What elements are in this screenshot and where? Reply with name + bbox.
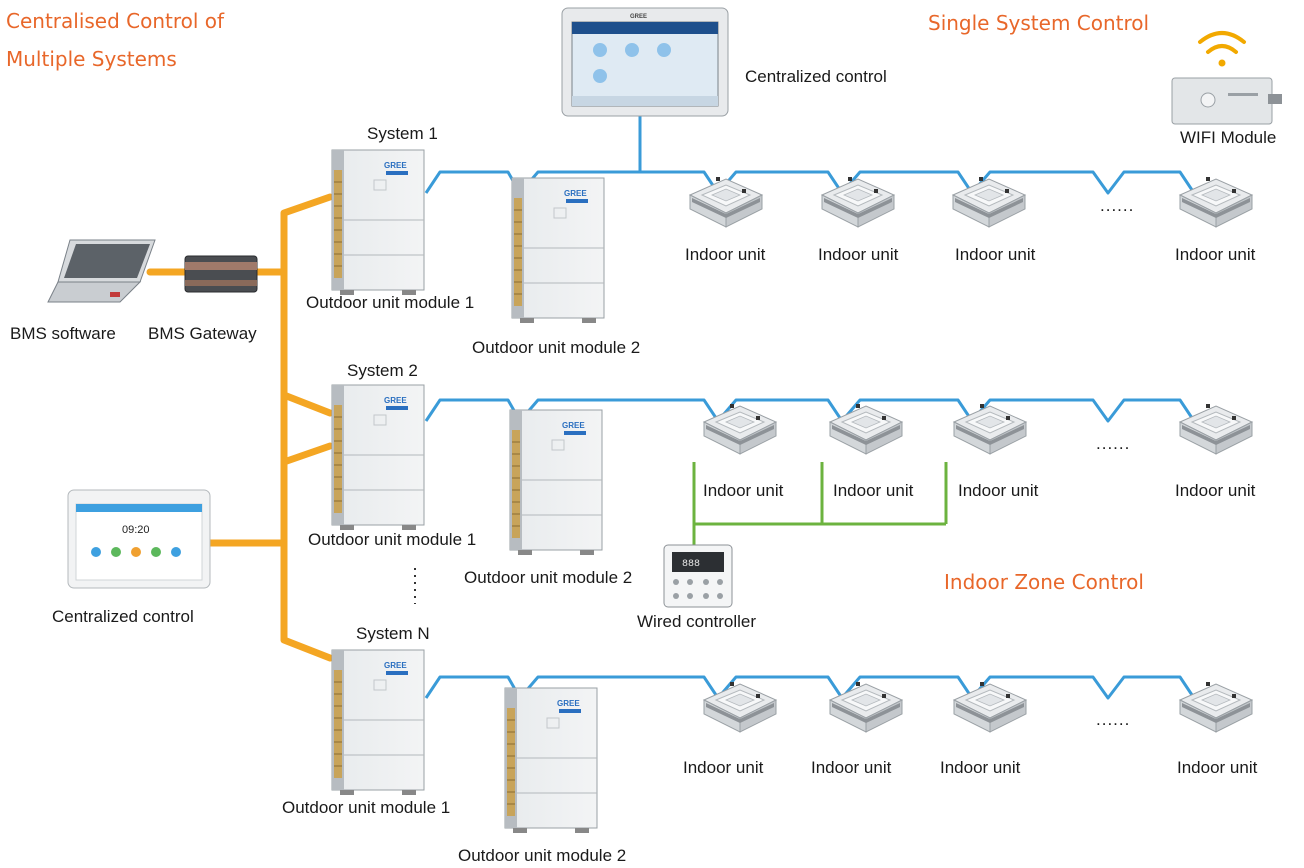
wifi-signal-icon (1198, 31, 1246, 67)
heading-single-system-control: Single System Control (928, 11, 1150, 35)
label-centralized-control-left: Centralized control (52, 607, 194, 626)
label-s2-indoor-2: Indoor unit (833, 481, 914, 500)
label-centralized-control-top: Centralized control (745, 67, 887, 86)
label-s1-indoor-1: Indoor unit (685, 245, 766, 264)
bms-bus-lines (146, 193, 334, 662)
label-s1-outdoor-module-2: Outdoor unit module 2 (472, 338, 641, 357)
label-sn-indoor-3: Indoor unit (940, 758, 1021, 777)
outdoor-unit-sn-m1 (331, 649, 425, 796)
outdoor-unit-s2-m2 (509, 409, 603, 556)
indoor-unit-s2-2 (829, 403, 903, 455)
label-s1-outdoor-module-1: Outdoor unit module 1 (306, 293, 475, 312)
indoor-unit-sn-2 (829, 681, 903, 733)
indoor-unit-sn-1 (703, 681, 777, 733)
label-s2-outdoor-module-1: Outdoor unit module 1 (308, 530, 477, 549)
label-wired-controller: Wired controller (637, 612, 757, 631)
s1-indoor-ellipsis: ...... (1100, 196, 1135, 215)
label-sn-outdoor-module-2: Outdoor unit module 2 (458, 846, 627, 865)
bms-gateway-icon (184, 255, 258, 293)
label-s2-indoor-4: Indoor unit (1175, 481, 1256, 500)
indoor-unit-s2-1 (703, 403, 777, 455)
indoor-unit-s1-3 (952, 176, 1026, 228)
tablet-time: 09:20 (122, 524, 150, 536)
heading-indoor-zone-control: Indoor Zone Control (944, 570, 1144, 594)
label-system-n: System N (356, 624, 430, 643)
label-s2-indoor-3: Indoor unit (958, 481, 1039, 500)
label-system-2: System 2 (347, 361, 418, 380)
label-sn-indoor-2: Indoor unit (811, 758, 892, 777)
sn-indoor-ellipsis: ...... (1096, 710, 1131, 729)
label-s2-outdoor-module-2: Outdoor unit module 2 (464, 568, 633, 587)
label-sn-indoor-1: Indoor unit (683, 758, 764, 777)
outdoor-unit-s2-m1 (331, 384, 425, 531)
zone-control-wiring (692, 462, 948, 545)
s2-indoor-ellipsis: ...... (1096, 434, 1131, 453)
outdoor-unit-s1-m1 (331, 149, 425, 296)
svg-text:GREE: GREE (630, 14, 647, 20)
bms-laptop-icon (47, 239, 156, 303)
label-wifi-module: WIFI Module (1180, 128, 1277, 147)
indoor-unit-s2-4 (1179, 403, 1253, 455)
label-sn-indoor-4: Indoor unit (1177, 758, 1258, 777)
label-system-1: System 1 (367, 124, 438, 143)
label-s1-indoor-3: Indoor unit (955, 245, 1036, 264)
indoor-unit-s1-1 (689, 176, 763, 228)
wifi-module (1171, 77, 1282, 125)
outdoor-unit-sn-m2 (504, 687, 598, 834)
heading-centralised-line2: Multiple Systems (6, 47, 177, 71)
svg-text:888: 888 (682, 559, 700, 570)
outdoor-unit-s1-m2 (511, 177, 605, 324)
indoor-unit-s1-2 (821, 176, 895, 228)
label-sn-outdoor-module-1: Outdoor unit module 1 (282, 798, 451, 817)
label-s2-indoor-1: Indoor unit (703, 481, 784, 500)
indoor-unit-s1-4 (1179, 176, 1253, 228)
heading-centralised-line1: Centralised Control of (6, 9, 225, 33)
centralized-control-tablet: 09:20 (67, 489, 211, 589)
label-bms-software: BMS software (10, 324, 116, 343)
label-s1-indoor-4: Indoor unit (1175, 245, 1256, 264)
wired-controller-icon: 888 (663, 544, 733, 608)
centralized-control-panel-top: GREE (561, 7, 729, 117)
label-s1-indoor-2: Indoor unit (818, 245, 899, 264)
indoor-unit-sn-4 (1179, 681, 1253, 733)
label-bms-gateway: BMS Gateway (148, 324, 257, 343)
